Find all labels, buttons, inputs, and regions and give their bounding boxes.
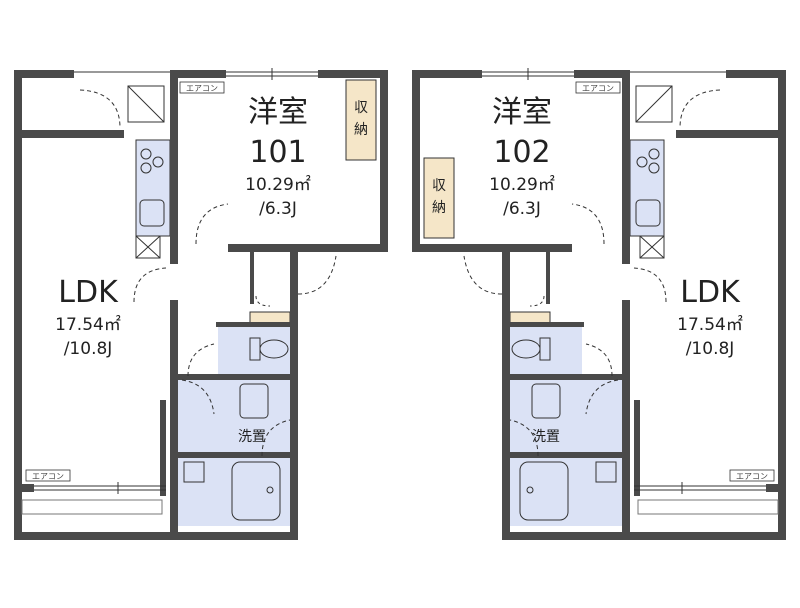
western-room-tatami-101: /6.3J <box>259 199 297 219</box>
western-room-area-102: 10.29㎡ <box>489 175 555 195</box>
unit-102 <box>412 68 786 540</box>
western-room-name-102: 洋室 <box>492 95 552 130</box>
western-room-area-101: 10.29㎡ <box>245 175 311 195</box>
bathroom-area <box>176 456 290 526</box>
toilet-area <box>218 326 290 374</box>
western-room-name-101: 洋室 <box>248 95 308 130</box>
ldk-name-101: LDK <box>58 275 119 310</box>
aircon-label-101-ldk: エアコン <box>32 472 64 481</box>
storage-label-102-b: 納 <box>432 200 446 216</box>
aircon-label-102-ldk: エアコン <box>736 472 768 481</box>
storage-label-102-a: 収 <box>432 178 446 194</box>
ldk-tatami-101: /10.8J <box>64 339 113 359</box>
room-number-101: 101 <box>249 135 306 170</box>
ldk-area-101: 17.54㎡ <box>55 315 121 335</box>
washroom-area <box>176 378 290 452</box>
washroom-label-101: 洗置 <box>238 429 266 445</box>
storage-label-101-b: 納 <box>354 122 368 138</box>
ldk-name-102: LDK <box>680 275 741 310</box>
ldk-area-102: 17.54㎡ <box>677 315 743 335</box>
unit-101 <box>14 68 388 540</box>
aircon-label-102-room: エアコン <box>582 84 614 93</box>
toilet-area <box>510 326 582 374</box>
storage-area <box>345 79 377 161</box>
room-number-102: 102 <box>493 135 550 170</box>
bathroom-area <box>510 456 624 526</box>
storage-area <box>423 157 455 239</box>
washroom-area <box>510 378 624 452</box>
storage-label-101-a: 収 <box>354 100 368 116</box>
ldk-tatami-102: /10.8J <box>686 339 735 359</box>
washroom-label-102: 洗置 <box>532 429 560 445</box>
aircon-label-101-room: エアコン <box>186 84 218 93</box>
western-room-tatami-102: /6.3J <box>503 199 541 219</box>
